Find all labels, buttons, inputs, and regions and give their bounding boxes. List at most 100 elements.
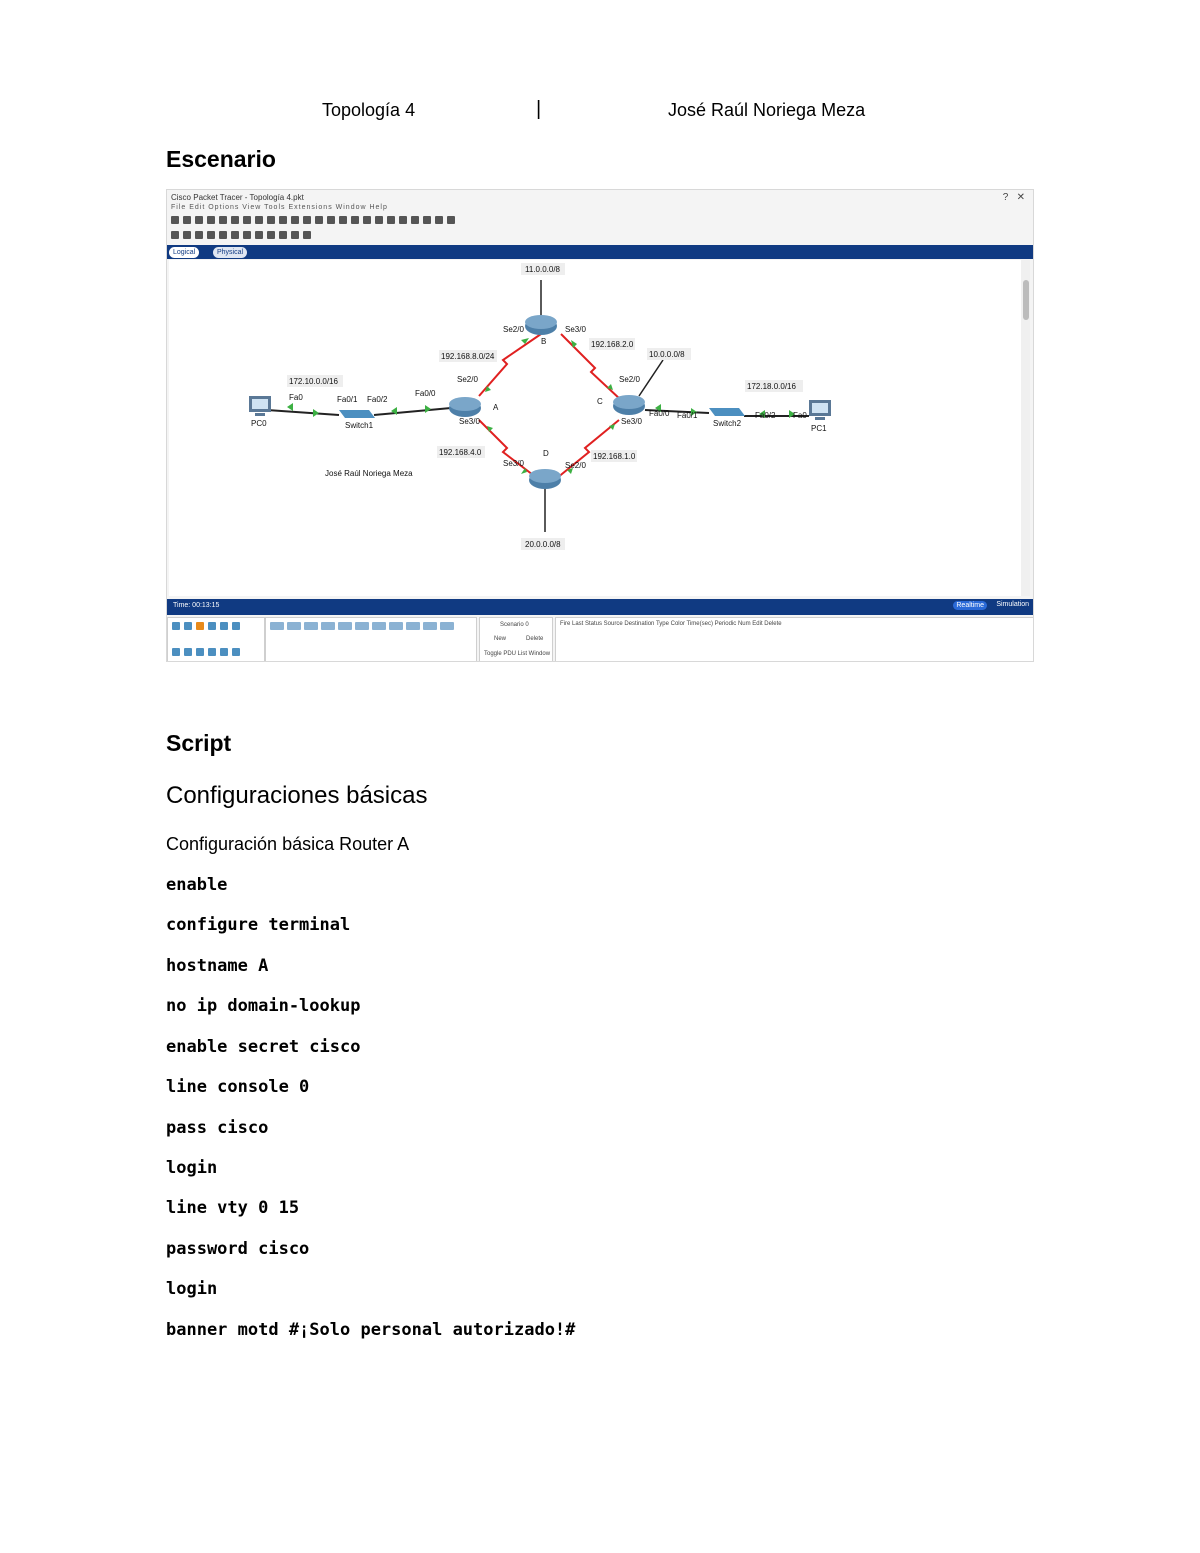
- label-net-11: 11.0.0.0/8: [525, 265, 561, 274]
- command-line: no ip domain-lookup: [166, 996, 361, 1016]
- toggle-pdu-button[interactable]: Toggle PDU List Window: [484, 651, 551, 657]
- canvas-vertical-scrollbar[interactable]: [1021, 260, 1030, 596]
- port-c-fa0: Fa0/0: [649, 409, 670, 418]
- command-line: enable: [166, 875, 228, 895]
- link-router-c-switch2: [644, 409, 710, 414]
- window-controls: ? ✕: [1002, 192, 1025, 203]
- pt-toolbar-main: [171, 216, 455, 224]
- link-pc0-switch1: [266, 409, 340, 416]
- label-net-192-8: 192.168.8.0/24: [441, 352, 495, 361]
- simulation-mode-button[interactable]: Simulation: [996, 601, 1029, 608]
- port-c-se2: Se2/0: [619, 375, 640, 384]
- section-heading-escenario: Escenario: [166, 146, 276, 172]
- port-d-se3: Se3/0: [503, 459, 524, 468]
- switch2: [709, 408, 745, 416]
- tab-logical[interactable]: Logical: [169, 247, 200, 258]
- pdu-list-panel: Fire Last Status Source Destination Type…: [555, 617, 1033, 661]
- router-d: [529, 469, 561, 489]
- command-line: banner motd #¡Solo personal autorizado!#: [166, 1320, 576, 1340]
- subnet-label-bgs: [287, 263, 803, 550]
- label-switch1: Switch1: [345, 421, 374, 430]
- pt-window-title: Cisco Packet Tracer - Topología 4.pkt: [171, 193, 304, 202]
- label-switch2: Switch2: [713, 419, 742, 428]
- scenario-panel[interactable]: Scenario 0 New Delete Toggle PDU List Wi…: [479, 617, 553, 661]
- command-line: configure terminal: [166, 915, 351, 935]
- label-net-172-18: 172.18.0.0/16: [747, 382, 796, 391]
- realtime-mode-button[interactable]: Realtime: [953, 601, 987, 610]
- command-line: enable secret cisco: [166, 1037, 361, 1057]
- delete-scenario-button[interactable]: Delete: [526, 636, 544, 642]
- label-pc0: PC0: [251, 419, 267, 428]
- config-label-router-a: Configuración básica Router A: [166, 834, 410, 854]
- link-indicators: [287, 338, 795, 474]
- label-pc1: PC1: [811, 424, 827, 433]
- port-a-fa0: Fa0/0: [415, 389, 436, 398]
- port-c-se3: Se3/0: [621, 417, 642, 426]
- label-net-20: 20.0.0.0/8: [525, 540, 561, 549]
- scenario-select[interactable]: Scenario 0: [500, 622, 529, 628]
- device-category-icons: [172, 622, 240, 630]
- device-model-panel[interactable]: [265, 617, 477, 661]
- document-title: Topología 4: [322, 100, 416, 120]
- port-pc1-fa0: Fa0: [793, 411, 807, 420]
- tab-physical[interactable]: Physical: [213, 247, 248, 258]
- router-a: [449, 397, 481, 417]
- command-line: password cisco: [166, 1239, 310, 1259]
- pt-time-display: Time: 00:13:15: [173, 602, 220, 609]
- header-separator: |: [536, 98, 542, 120]
- pt-simulation-bar: [167, 599, 1033, 615]
- device-model-icons: [270, 622, 454, 630]
- serial-link-b-c: [560, 333, 622, 401]
- label-router-b: B: [541, 337, 546, 346]
- section-heading-script: Script: [166, 730, 232, 756]
- device-category-panel[interactable]: [167, 617, 265, 661]
- label-net-172-10: 172.10.0.0/16: [289, 377, 338, 386]
- packet-tracer-screenshot: Cisco Packet Tracer - Topología 4.pkt Fi…: [166, 189, 1034, 662]
- command-line: line vty 0 15: [166, 1198, 300, 1218]
- port-b-se2: Se2/0: [503, 325, 524, 334]
- switch1: [339, 410, 375, 418]
- port-b-se3: Se3/0: [565, 325, 586, 334]
- document-author: José Raúl Noriega Meza: [668, 100, 866, 120]
- command-line: hostname A: [166, 956, 269, 976]
- port-d-se2: Se2/0: [565, 461, 586, 470]
- pt-workspace-tab-bar: [167, 245, 1033, 259]
- port-sw1-fa1: Fa0/1: [337, 395, 358, 404]
- serial-link-d-c: [556, 419, 620, 479]
- label-net-192-4: 192.168.4.0: [439, 448, 482, 457]
- pt-toolbar-drawing: [171, 231, 311, 239]
- stub-net-10: [638, 359, 664, 397]
- router-b: [525, 315, 557, 335]
- canvas-scroll-thumb[interactable]: [1023, 280, 1029, 320]
- port-sw2-fa2: Fa0/2: [755, 411, 776, 420]
- port-a-se3: Se3/0: [459, 417, 480, 426]
- port-sw1-fa2: Fa0/2: [367, 395, 388, 404]
- pc1: [809, 400, 831, 420]
- label-router-a: A: [493, 403, 499, 412]
- page-header: Topología 4 | José Raúl Noriega Meza: [0, 98, 1200, 126]
- subtitle-configuraciones: Configuraciones básicas: [166, 782, 428, 809]
- pt-menu-bar: File Edit Options View Tools Extensions …: [171, 204, 388, 211]
- port-sw2-fa1: Fa0/1: [677, 411, 698, 420]
- router-c: [613, 395, 645, 415]
- pc0: [249, 396, 271, 416]
- new-scenario-button[interactable]: New: [494, 636, 507, 642]
- command-line: line console 0: [166, 1077, 310, 1097]
- port-a-se2: Se2/0: [457, 375, 478, 384]
- serial-link-a-b: [478, 333, 542, 397]
- link-switch1-router-a: [373, 407, 452, 416]
- command-line: login: [166, 1279, 218, 1299]
- serial-link-a-d: [478, 419, 538, 479]
- label-router-d: D: [543, 449, 549, 458]
- label-net-192-mid: 192.168.2.0: [591, 340, 634, 349]
- pdu-list-columns: Fire Last Status Source Destination Type…: [560, 621, 782, 627]
- topology-canvas[interactable]: [169, 260, 1021, 596]
- device-category-icons-2: [172, 648, 240, 656]
- label-author-note: José Raúl Noriega Meza: [325, 469, 413, 478]
- command-line: login: [166, 1158, 218, 1178]
- topology-diagram: 11.0.0.0/8 192.168.8.0/24 192.168.2.0 10…: [249, 263, 831, 550]
- command-line: pass cisco: [166, 1118, 269, 1138]
- label-router-c: C: [597, 397, 603, 406]
- label-net-10: 10.0.0.0/8: [649, 350, 685, 359]
- port-pc0-fa0: Fa0: [289, 393, 303, 402]
